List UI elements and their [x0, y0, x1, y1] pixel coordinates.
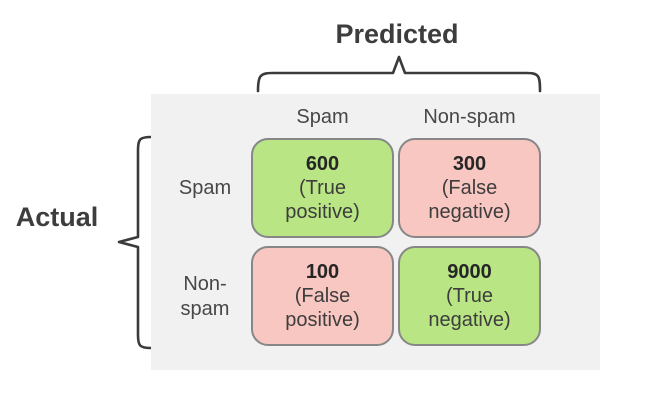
column-header-spam: Spam [296, 106, 349, 128]
predicted-bracket-icon [256, 55, 542, 93]
cell-true-positive: 600 (True positive) [251, 138, 394, 238]
predicted-axis-title: Predicted [335, 19, 459, 49]
cell-value: 9000 [447, 261, 492, 283]
cell-false-positive: 100 (False positive) [251, 246, 394, 346]
cell-label: (True negative) [428, 285, 511, 331]
actual-bracket-icon [117, 135, 153, 350]
cell-value: 100 [305, 261, 340, 283]
cell-label: (True positive) [285, 177, 360, 223]
cell-value: 600 [305, 153, 340, 175]
row-header-non-spam: Non-spam [180, 273, 230, 320]
row-header-spam: Spam [178, 177, 232, 199]
cell-label: (False positive) [285, 285, 360, 331]
cell-value: 300 [452, 153, 487, 175]
cell-false-negative: 300 (False negative) [398, 138, 541, 238]
cell-label: (False negative) [428, 177, 511, 223]
column-header-non-spam: Non-spam [423, 106, 516, 128]
actual-axis-title: Actual [15, 202, 99, 232]
cell-true-negative: 9000 (True negative) [398, 246, 541, 346]
matrix-panel: Spam Non-spam Spam Non-spam 600 (True po… [151, 94, 600, 370]
